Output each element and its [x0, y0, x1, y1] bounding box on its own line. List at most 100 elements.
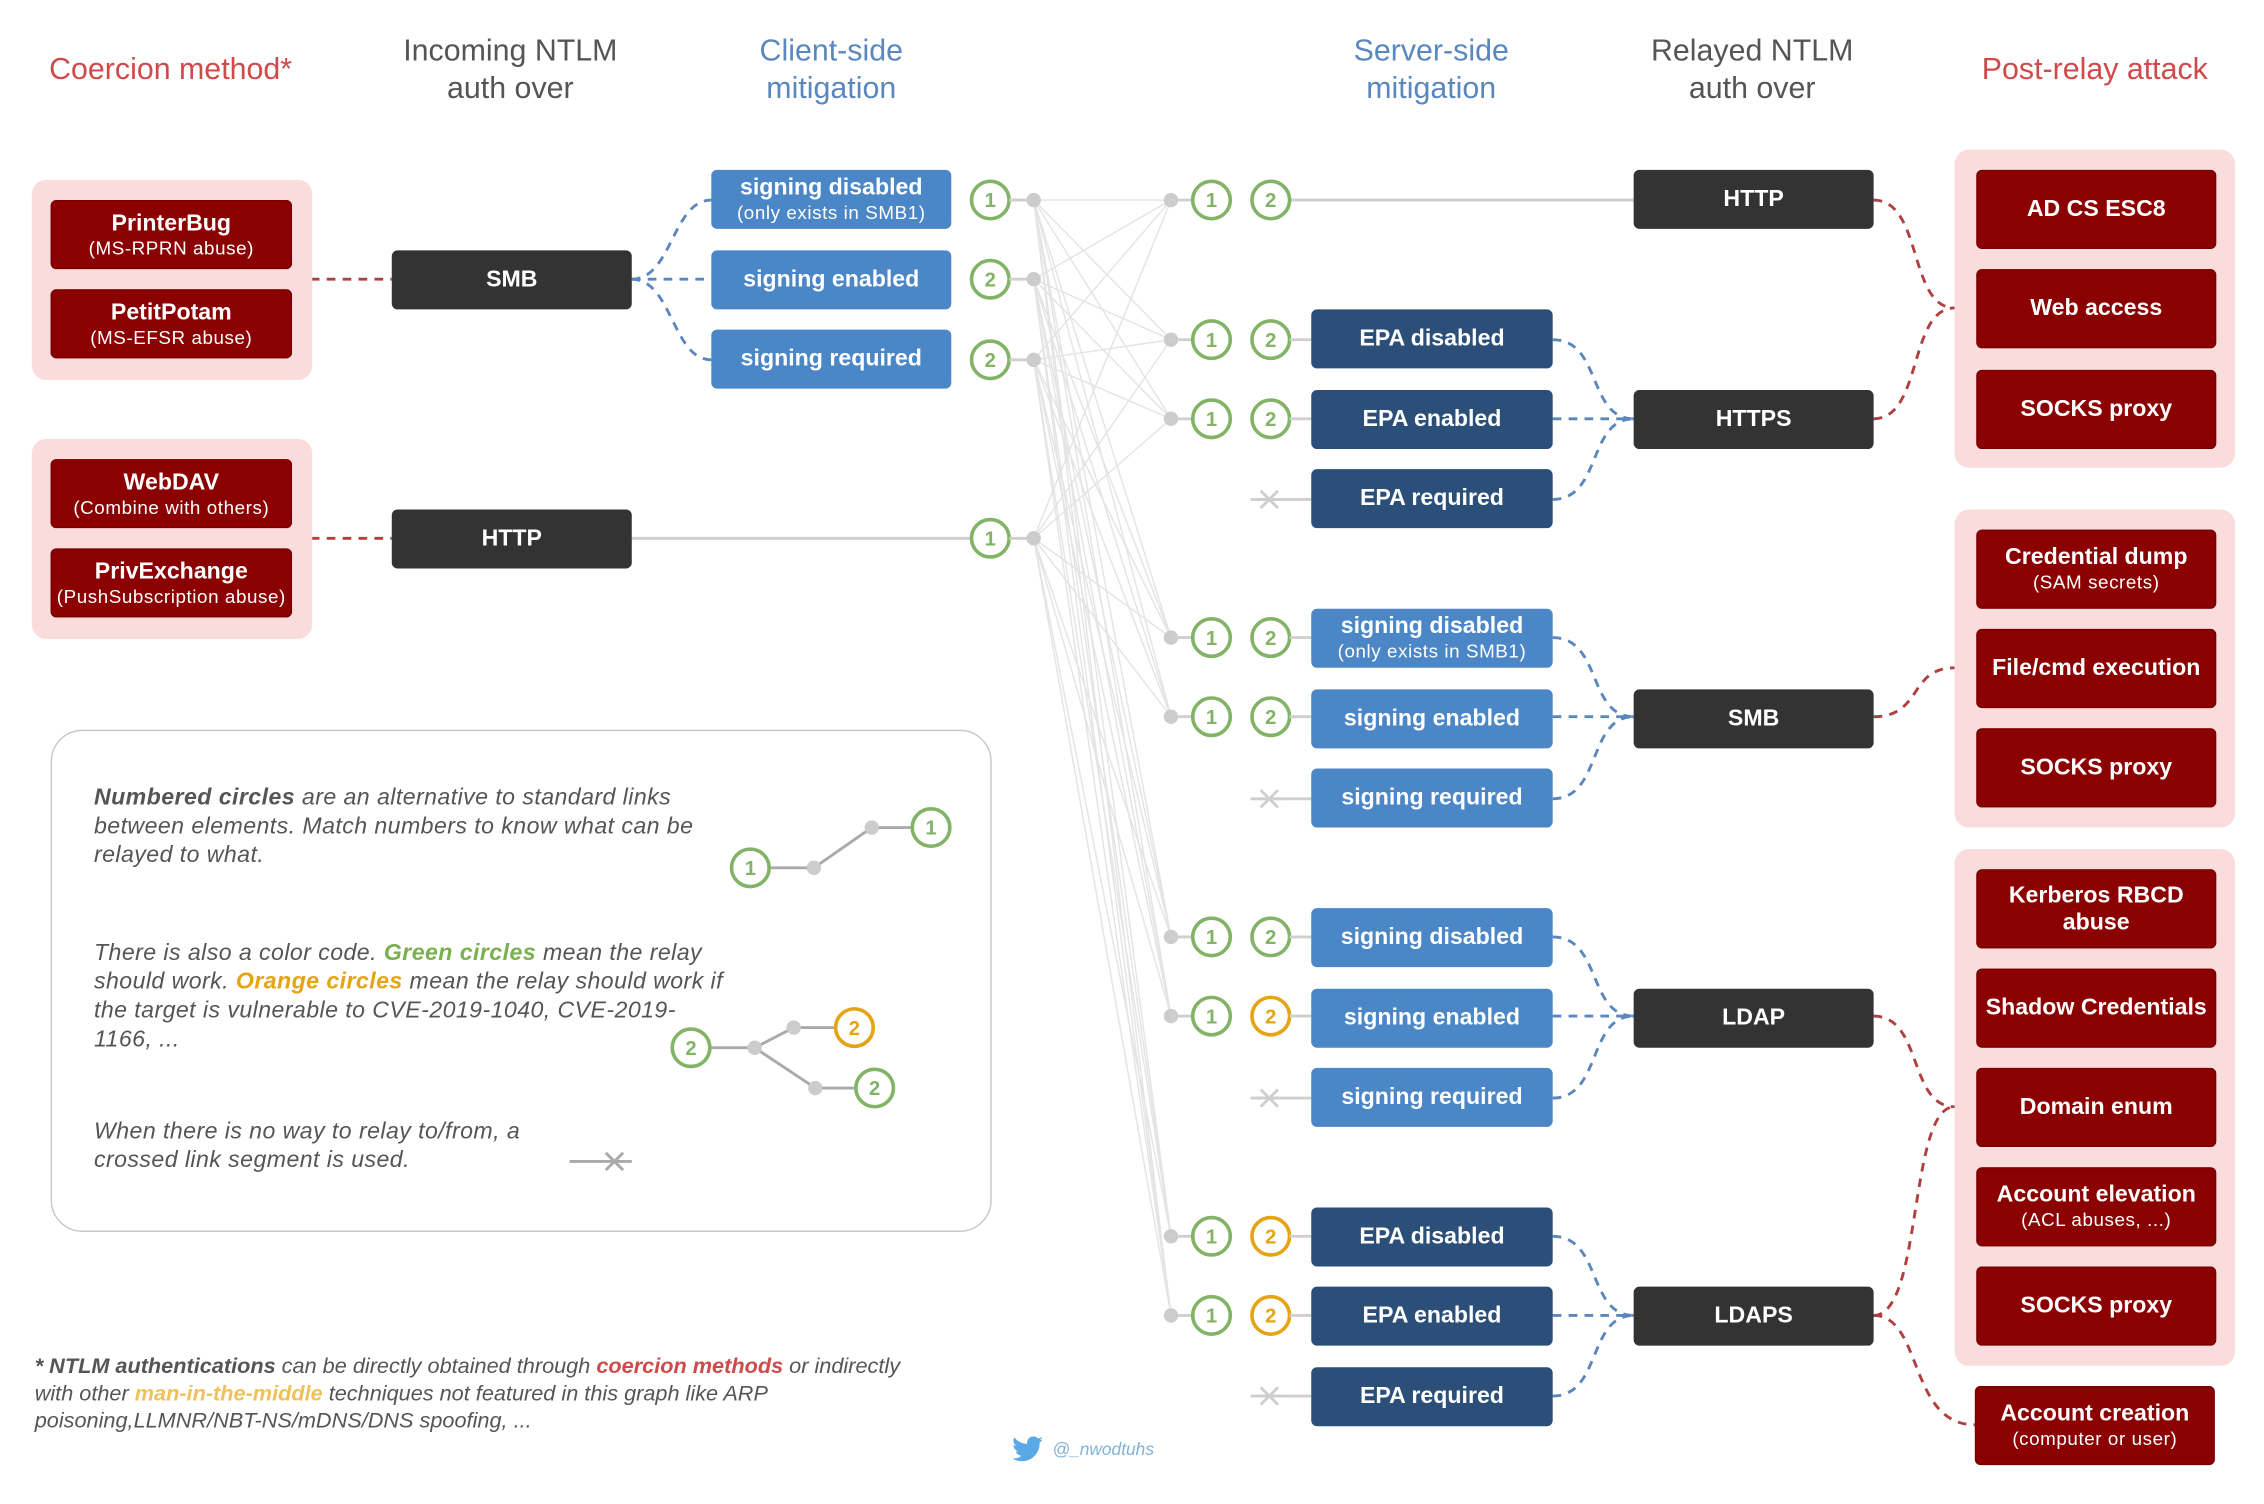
attack-shadow-credentials: Shadow Credentials	[1976, 968, 2217, 1048]
legend-crossed-example	[569, 1151, 632, 1172]
coercion-privexchange: PrivExchange (PushSubscription abuse)	[50, 548, 293, 618]
legend-dot	[808, 1080, 823, 1096]
coercion-and-attack-links	[310, 198, 1975, 1427]
relay-fan-line	[1033, 537, 1172, 718]
footnote-text: techniques not featured in this graph li…	[34, 1381, 768, 1434]
legend-text: mean the relay should work.	[93, 941, 703, 995]
svg-text:1: 1	[1206, 628, 1217, 650]
header-incoming-ntlm: Incoming NTLM auth over	[403, 34, 618, 106]
svg-text:2: 2	[869, 1078, 880, 1100]
relay-fan-line	[1033, 199, 1172, 539]
relay-fan-line	[1033, 199, 1172, 280]
server-circle-2: 2	[1250, 179, 1292, 221]
relayed-http: HTTP	[1633, 169, 1874, 229]
svg-text:2: 2	[1265, 330, 1276, 352]
legend-dot	[786, 1020, 801, 1035]
client-circle-2: 2	[969, 339, 1011, 381]
svg-text:2: 2	[985, 350, 996, 372]
client-circle-1: 1	[969, 517, 1011, 559]
svg-text:1: 1	[1206, 707, 1217, 729]
relay-fan-line	[1032, 199, 1172, 1237]
relay-fan-line	[1032, 199, 1172, 638]
server-smb-signing-disabled: signing disabled (only exists in SMB1)	[1311, 608, 1553, 668]
coercion-sub: (PushSubscription abuse)	[56, 585, 286, 607]
attack-title: Account creation	[2000, 1401, 2190, 1427]
cross-mark	[1259, 489, 1280, 510]
solid-links	[631, 198, 1634, 540]
relay-fan-line	[1033, 199, 1172, 361]
client-circle-1: 1	[969, 179, 1011, 221]
attack-credential-dump: Credential dump (SAM secrets)	[1976, 529, 2217, 609]
credit-handle: @_nwodtuhs	[1052, 1439, 1155, 1460]
legend-color-example: 2 2 2	[670, 1007, 896, 1109]
attack-title: Credential dump	[2005, 545, 2188, 570]
svg-text:1: 1	[1206, 409, 1217, 431]
mitigation-sub: (only exists in SMB1)	[1337, 640, 1527, 663]
relay-fan-line	[1033, 338, 1172, 361]
coercion-title: PrinterBug	[111, 210, 232, 236]
server-mitigation-link	[1552, 1234, 1634, 1317]
relay-fan-line	[1032, 538, 1172, 1316]
coercion-sub: (MS-EFSR abuse)	[90, 325, 253, 348]
server-circle-1: 1	[1190, 617, 1233, 659]
server-circle-1: 1	[1190, 1215, 1233, 1257]
server-mitigation-link	[1552, 935, 1634, 1018]
legend-dot	[864, 820, 879, 835]
legend-text: are an alternative to standard links bet…	[93, 785, 694, 868]
legend-text: There is also a color code.	[93, 941, 384, 966]
coercion-title: PetitPotam	[110, 300, 232, 325]
svg-text:1: 1	[1206, 1006, 1217, 1028]
attack-title: Account elevation	[1996, 1183, 2196, 1208]
fan-dot	[1026, 192, 1041, 208]
server-mitigation-link	[1552, 1313, 1634, 1398]
svg-text:1: 1	[985, 528, 996, 550]
mitigation-links	[631, 198, 1634, 1398]
coercion-petitpotam: PetitPotam (MS-EFSR abuse)	[50, 289, 293, 359]
svg-text:2: 2	[1265, 409, 1276, 431]
incoming-smb: SMB	[391, 250, 632, 310]
svg-text:1: 1	[925, 818, 936, 840]
legend-illustrations: 11 2 2 2	[569, 807, 952, 1172]
coercion-title: PrivExchange	[94, 559, 248, 584]
relayed-https: HTTPS	[1633, 390, 1874, 450]
svg-text:2: 2	[1265, 628, 1276, 650]
cross-mark	[1259, 1386, 1280, 1406]
relay-fan-line	[1032, 538, 1172, 1017]
relay-fan-line	[1033, 339, 1172, 539]
relay-fan-line	[1033, 359, 1172, 420]
smb-mitigation-link	[631, 277, 712, 362]
server-https-epa-disabled: EPA disabled	[1311, 309, 1553, 369]
attack-kerberos-rbcd: Kerberos RBCD abuse	[1976, 869, 2217, 949]
relay-fan-line	[1032, 199, 1172, 938]
svg-text:2: 2	[1265, 927, 1276, 949]
server-circle-1: 1	[1190, 995, 1233, 1037]
legend-link-example: 11	[729, 807, 952, 889]
coercion-sub: (MS-RPRN abuse)	[88, 236, 254, 259]
fan-dot	[1026, 352, 1041, 367]
relay-fan-line	[1032, 279, 1172, 1237]
svg-text:2: 2	[1265, 1306, 1276, 1328]
legend-circle-1: 1	[910, 807, 952, 849]
server-smb-signing-required: signing required	[1311, 768, 1553, 828]
relay-fan-lines	[1032, 199, 1172, 1316]
legend-bold: Numbered circles	[93, 785, 296, 811]
footnote-mitm: man-in-the-middle	[134, 1381, 323, 1407]
header-post-relay-attack: Post-relay attack	[1981, 53, 2208, 87]
svg-text:2: 2	[849, 1018, 860, 1040]
server-circle-1: 1	[1190, 319, 1233, 361]
relayed-smb: SMB	[1633, 689, 1874, 749]
server-ldap-signing-disabled: signing disabled	[1311, 908, 1553, 968]
svg-text:2: 2	[685, 1038, 696, 1060]
coercion-printerbug: PrinterBug (MS-RPRN abuse)	[50, 200, 293, 270]
legend-circle-2: 2	[670, 1027, 712, 1069]
footnote: * NTLM authentications can be directly o…	[35, 1353, 931, 1435]
client-signing-enabled: signing enabled	[711, 250, 952, 310]
author-credit[interactable]: @_nwodtuhs	[1012, 1436, 1154, 1462]
client-signing-required: signing required	[711, 329, 952, 389]
client-signing-disabled: signing disabled (only exists in SMB1)	[711, 169, 952, 229]
svg-text:2: 2	[1265, 1006, 1276, 1028]
server-circle-2: 2	[1250, 319, 1292, 361]
server-mitigation-link	[1552, 417, 1634, 501]
